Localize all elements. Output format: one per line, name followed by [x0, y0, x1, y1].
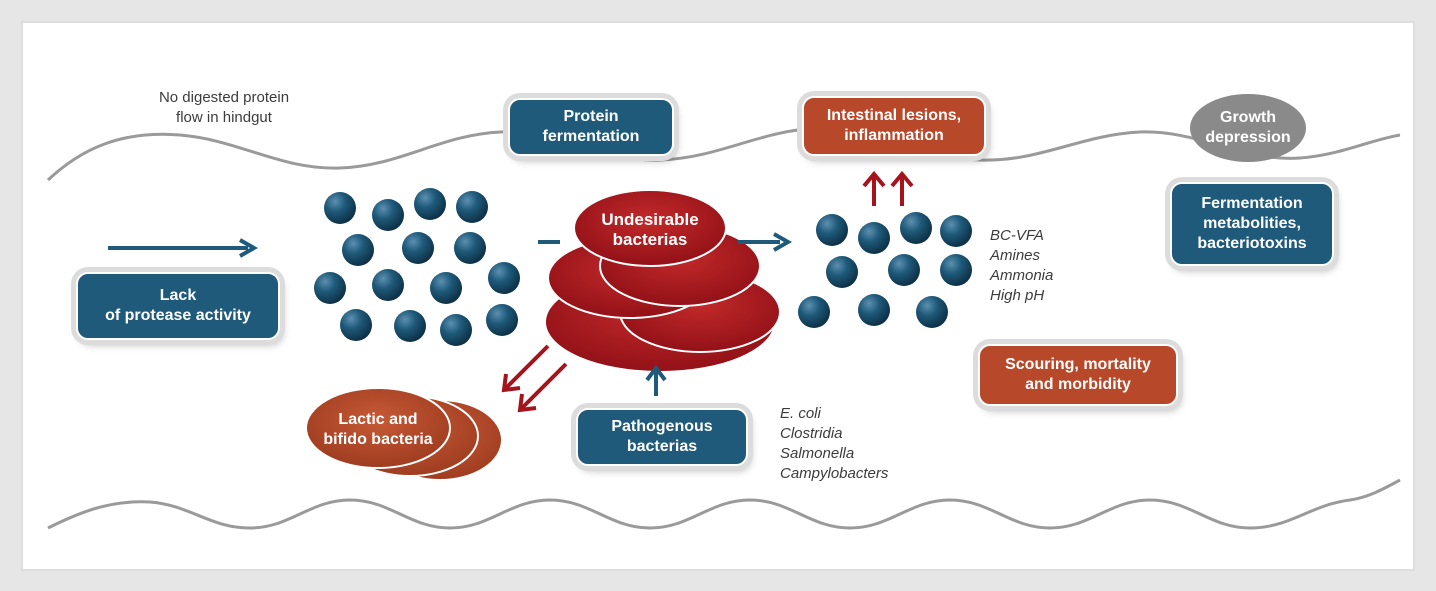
lactic-bacteria-label: Lactic and bifido bacteria [323, 411, 433, 448]
intestinal-lesions-box: Intestinal lesions, inflammation [802, 96, 986, 156]
red-diagonal-arrows [501, 344, 568, 413]
fermentation-metabolities-box: Fermentation metabolities, bacteriotoxin… [1170, 182, 1334, 266]
undesirable-bacteria-label: Undesirable bacterias [601, 210, 699, 249]
flow-arrow-left-head [239, 238, 259, 258]
header-note: No digested protein flow in hindgut [158, 89, 290, 126]
lactic-bacteria-stack [305, 387, 503, 481]
undesirable-bacteria-stack [544, 189, 781, 373]
bacteria-cluster-left [314, 188, 520, 346]
flow-arrow-right-head [773, 232, 793, 252]
bottom-gut-wall [47, 478, 1401, 530]
red-up-arrows [862, 170, 914, 206]
pathogen-up-arrow-head [645, 364, 667, 382]
lack-of-protease-box: Lack of protease activity [76, 272, 280, 340]
pathogens-list: E. coli Clostridia Salmonella Campylobac… [780, 405, 889, 482]
bacteria-cluster-right [798, 212, 972, 328]
pathogenous-box: Pathogenous bacterias [576, 408, 748, 466]
growth-depression-oval [1190, 94, 1306, 162]
metabolites-list: BC-VFA Amines Ammonia High pH [990, 227, 1054, 304]
growth-depression-label: Growth depression [1205, 109, 1291, 146]
scouring-box: Scouring, mortality and morbidity [978, 344, 1178, 406]
protein-fermentation-box: Protein fermentation [508, 98, 674, 156]
